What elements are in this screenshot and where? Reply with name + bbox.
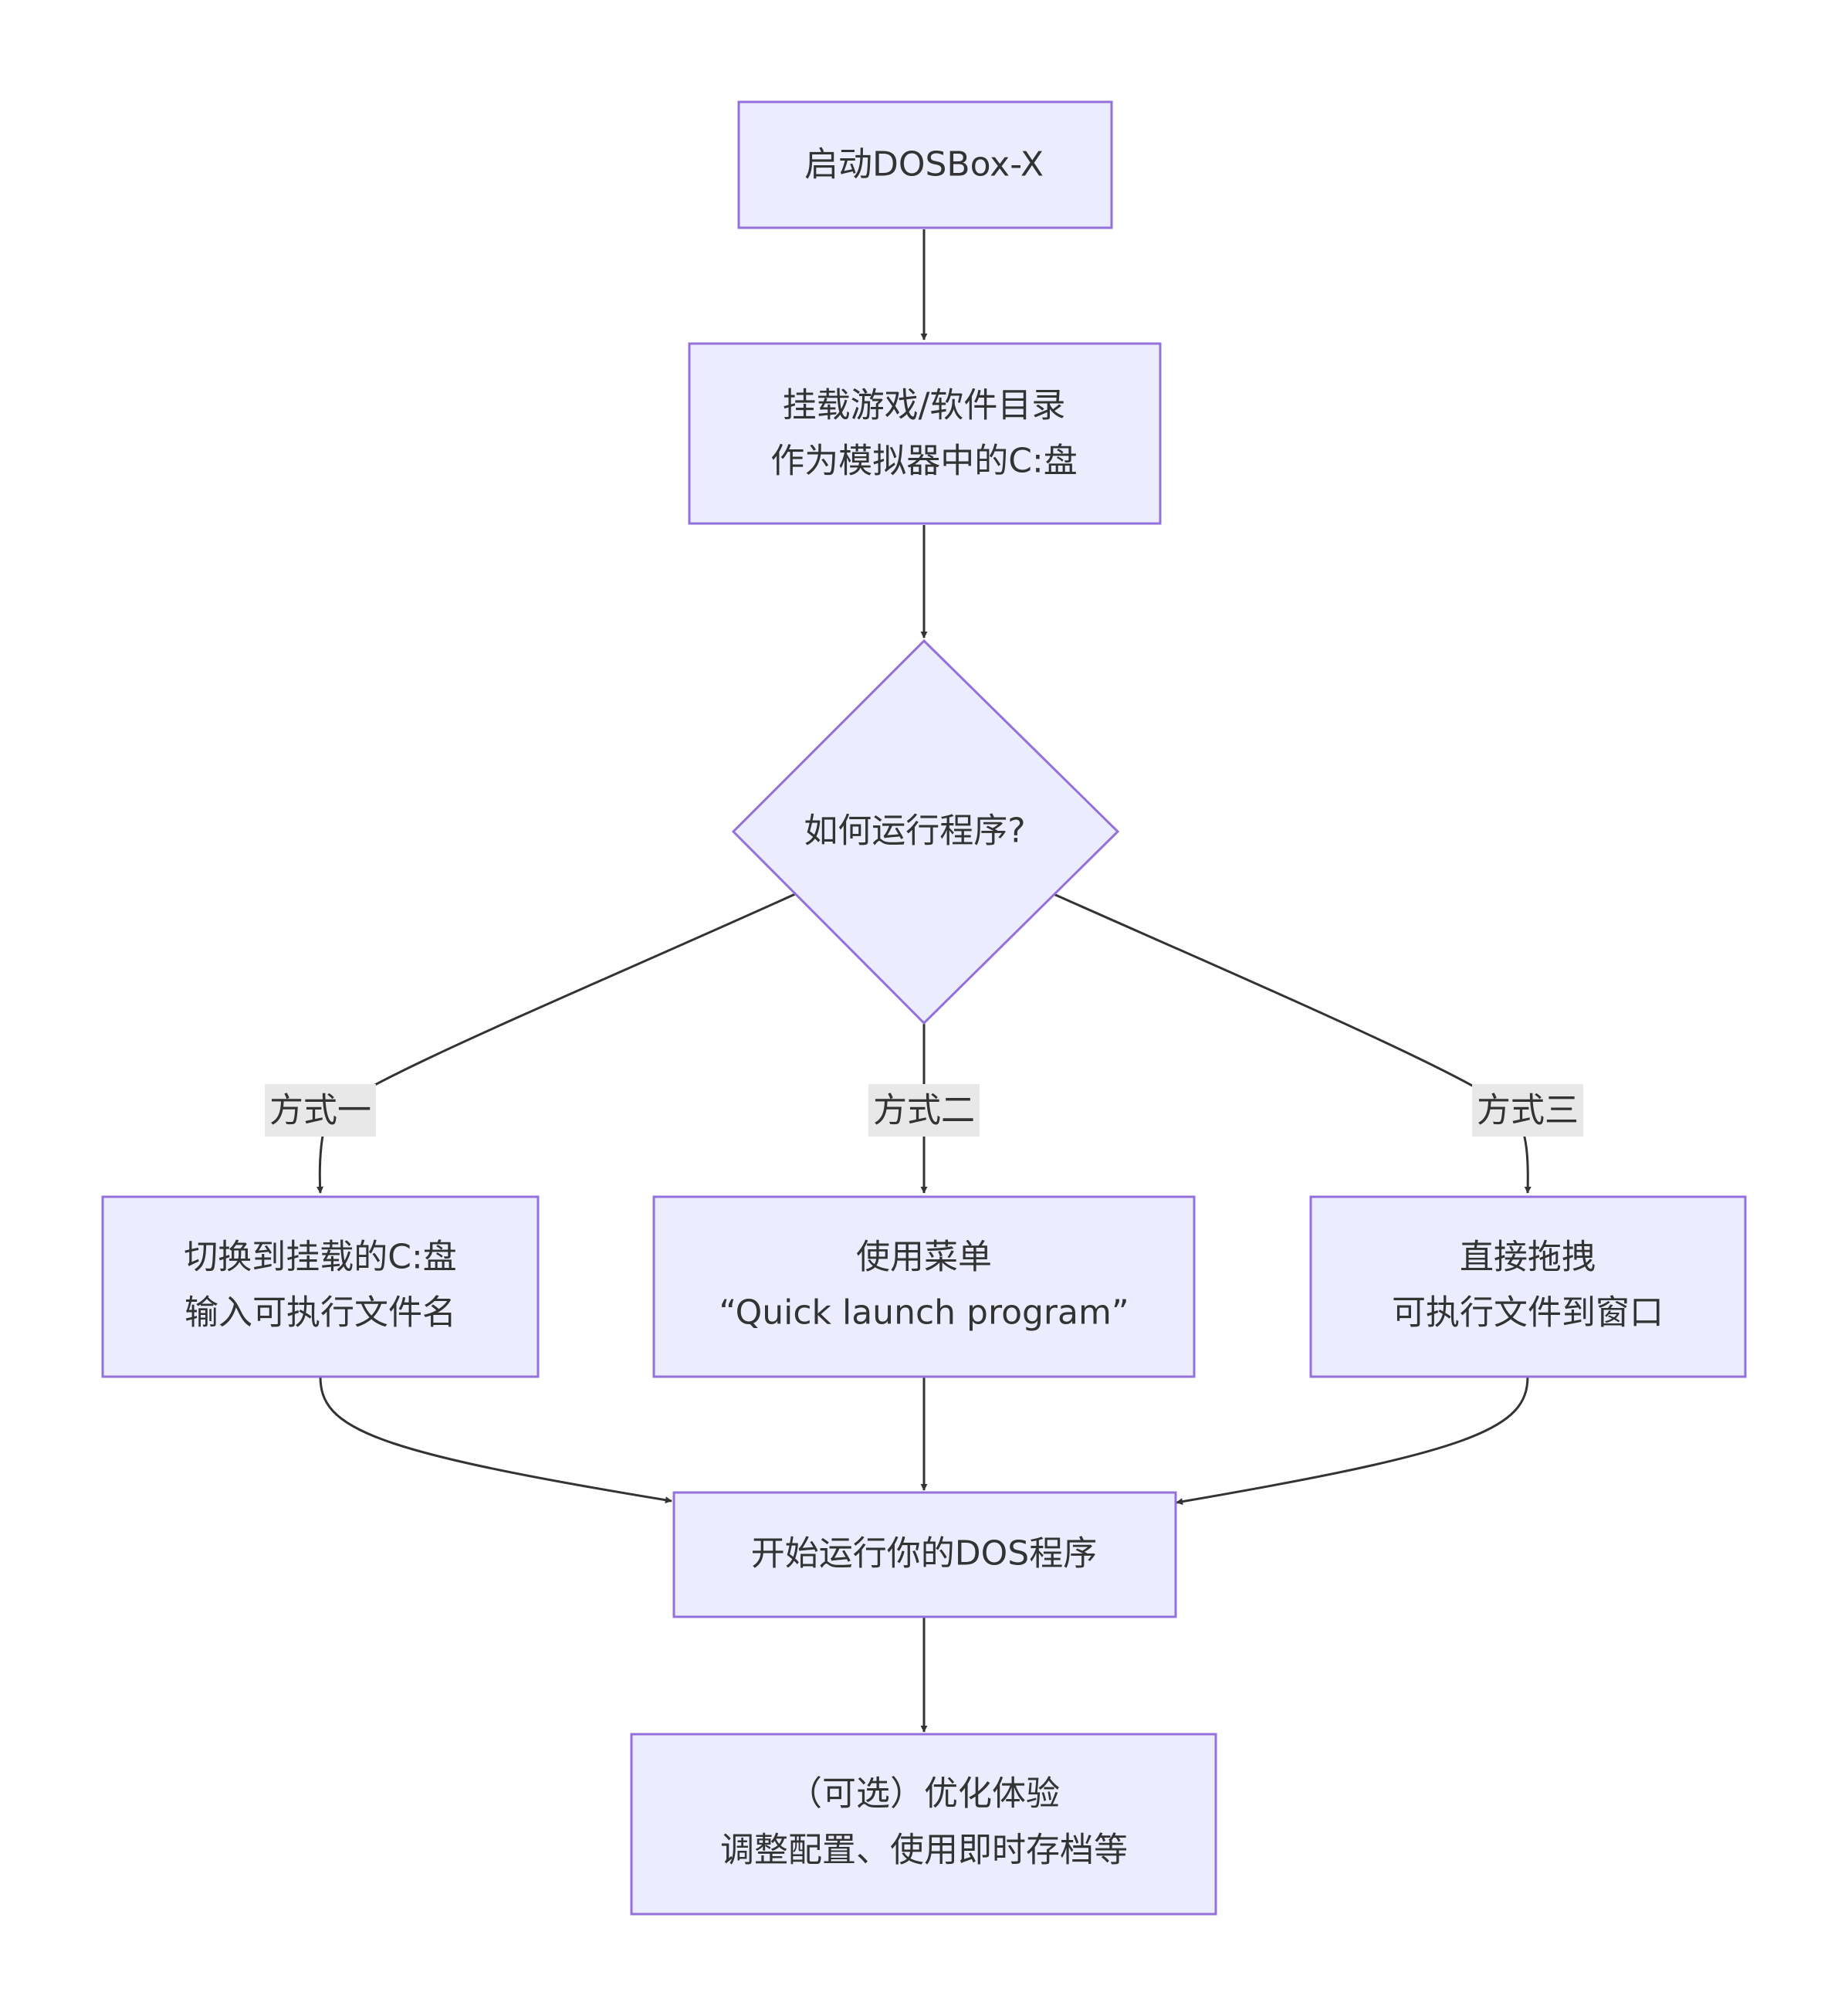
- edge-label-way3: 方式三: [1472, 1084, 1583, 1137]
- node-way1: 切换到挂载的C:盘 输入可执行文件名: [101, 1195, 540, 1378]
- edge-way1-to-run: [319, 1376, 672, 1504]
- node-run: 开始运行你的DOS程序: [672, 1491, 1177, 1618]
- edge-way3-to-run: [1176, 1376, 1529, 1506]
- node-opt: （可选）优化体验 调整配置、使用即时存档等: [630, 1733, 1217, 1916]
- node-mount-line-2: 作为模拟器中的C:盘: [770, 442, 1078, 481]
- node-way3-line-2: 可执行文件到窗口: [1392, 1293, 1664, 1333]
- node-mount-line-1: 挂载游戏/软件目录: [783, 386, 1066, 425]
- edge-label-way1-text: 方式一: [269, 1091, 371, 1130]
- edge-label-way1: 方式一: [265, 1084, 376, 1137]
- node-way1-line-1: 切换到挂载的C:盘: [184, 1238, 457, 1277]
- node-opt-line-1: （可选）优化体验: [788, 1774, 1060, 1814]
- edge-label-way3-text: 方式三: [1477, 1091, 1579, 1130]
- node-way2-line-1: 使用菜单: [856, 1238, 992, 1277]
- node-opt-line-2: 调整配置、使用即时存档等: [720, 1831, 1128, 1870]
- edge-label-way2: 方式二: [868, 1084, 980, 1137]
- node-way1-line-2: 输入可执行文件名: [184, 1293, 456, 1333]
- node-decide: 如何运行程序?: [731, 639, 1120, 1025]
- edge-decide-to-way3: [1053, 893, 1532, 1194]
- edge-label-way2-text: 方式二: [873, 1091, 975, 1130]
- node-start-line-1: 启动DOSBox-X: [804, 145, 1044, 185]
- node-way3-line-1: 直接拖拽: [1460, 1238, 1596, 1277]
- node-start: 启动DOSBox-X: [737, 100, 1113, 229]
- node-run-line-1: 开始运行你的DOS程序: [751, 1534, 1097, 1574]
- node-mount: 挂载游戏/软件目录 作为模拟器中的C:盘: [688, 342, 1162, 525]
- node-way2: 使用菜单 “Quick launch program”: [652, 1195, 1196, 1378]
- node-way3: 直接拖拽 可执行文件到窗口: [1309, 1195, 1747, 1378]
- node-decide-line-1: 如何运行程序?: [804, 811, 1025, 851]
- node-way2-line-2: “Quick launch program”: [719, 1293, 1129, 1333]
- edge-decide-to-way1: [316, 893, 796, 1194]
